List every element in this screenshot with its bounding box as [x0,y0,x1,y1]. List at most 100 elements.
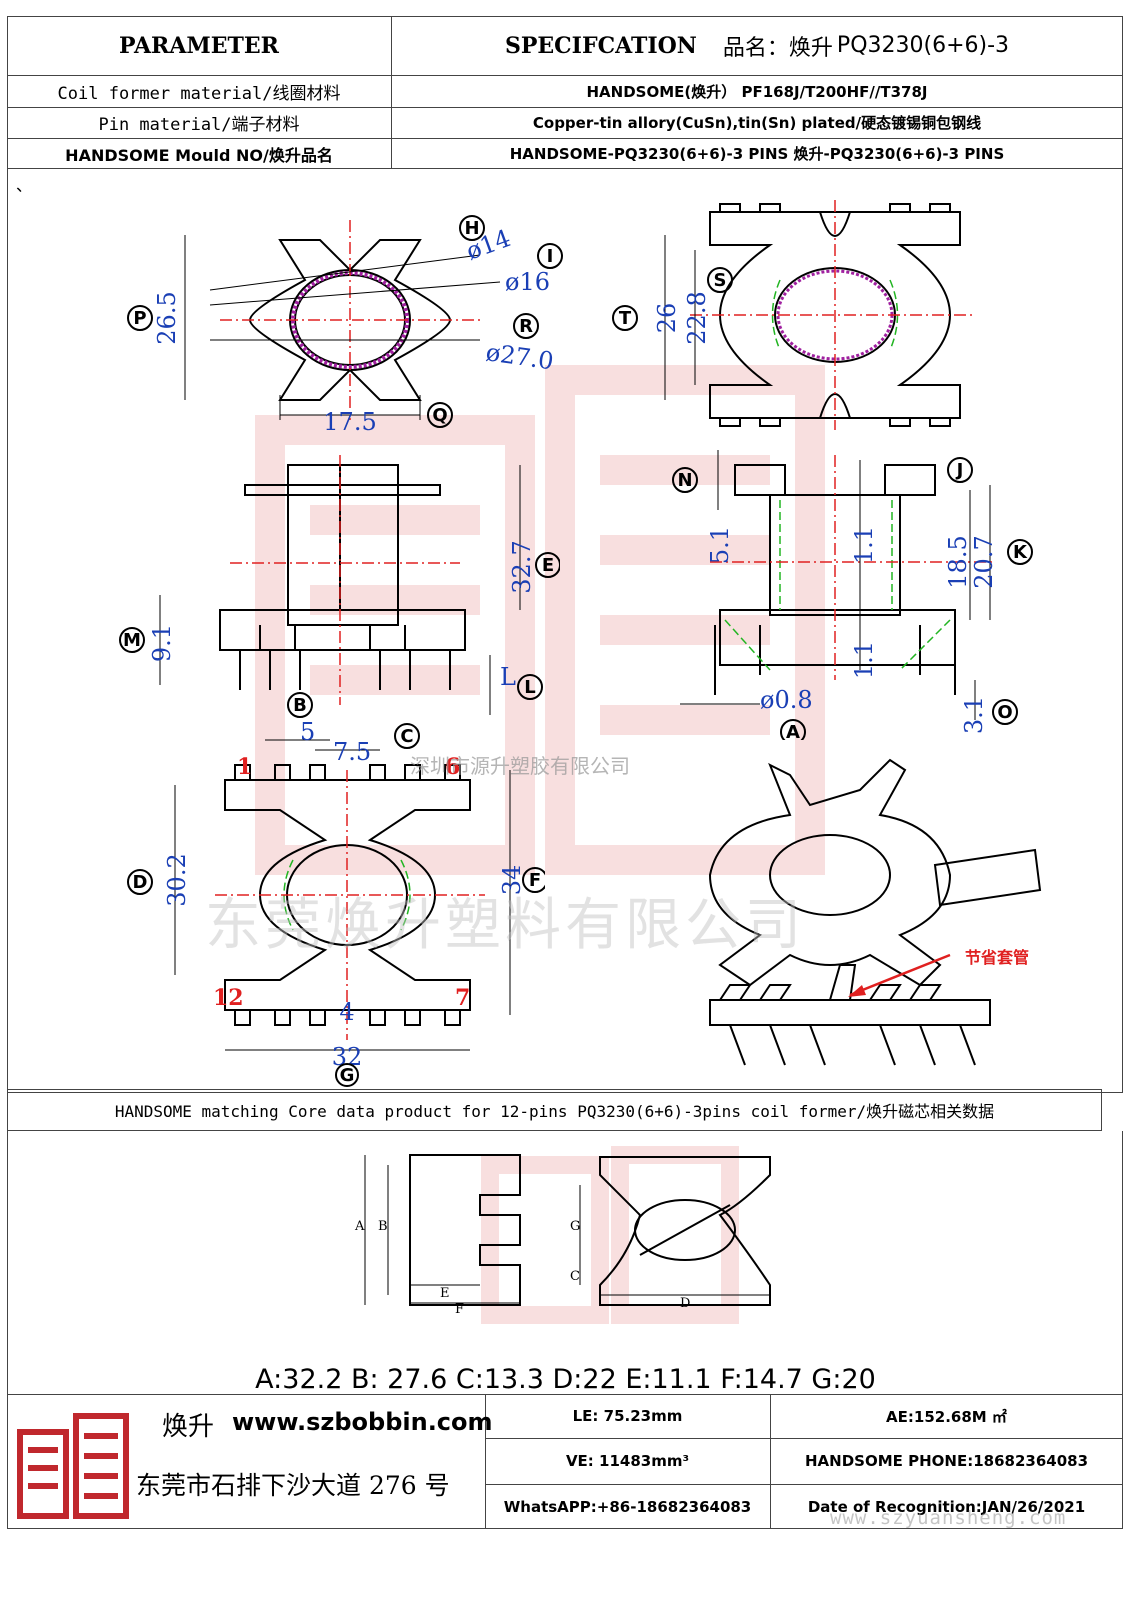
footer-divider-v [770,1394,771,1529]
top-left-view: 26.5 ø14 ø16 ø27.0 17.5 P H I R Q [127,215,563,436]
svg-text:L: L [524,677,535,698]
product-name-prefix: 品名：焕升 [722,35,833,61]
callout-label: 节省套管 [965,948,1029,967]
core-label: E [440,1286,450,1301]
dim-label: 3.1 [960,696,988,734]
svg-text:H: H [464,218,479,239]
row-label: Pin material/端子材料 [98,115,300,135]
marker-s: S [707,267,733,293]
dim-label: 7.5 [333,738,371,766]
svg-text:Q: Q [432,405,447,426]
front-left-view: 32.7 9.1 L E M L B [119,455,560,718]
svg-text:C: C [400,726,413,747]
spec-table [7,16,1123,169]
table-divider-h [7,138,1123,139]
footer-divider-h [485,1438,1123,1439]
dim-label: ø16 [505,268,550,296]
table-divider-h [7,107,1123,108]
svg-text:M: M [123,630,141,651]
dim-label: 22.8 [683,291,711,344]
marker-a: A [780,719,806,740]
dim-label: ø27.0 [484,338,555,375]
dim-label: 1.1 [850,641,878,679]
phone: HANDSOME PHONE:18682364083 [804,1452,1089,1470]
svg-text:K: K [1013,542,1028,563]
dim-label: 1.1 [850,526,878,564]
pin-number: 12 [213,985,244,1011]
dim-label: 18.5 [944,535,972,588]
footer-frame [7,1394,1123,1529]
address: 东莞市石排下沙大道 276 号 [136,1471,450,1500]
logo-watermark [255,365,825,875]
ae-value: AE:152.68M ㎡ [886,1407,1007,1426]
url-watermark: www.szyuansheng.com [830,1507,1067,1529]
spec-label: SPECIFCATION [504,32,697,59]
svg-text:T: T [619,308,632,329]
whatsapp: WhatsAPP:+86-18682364083 [503,1497,752,1516]
svg-text:A: A [786,722,800,740]
dim-label: ø0.8 [760,686,813,714]
marker-e: E [535,552,560,578]
svg-text:B: B [293,695,307,716]
core-label: A [354,1219,365,1234]
marker-l: L [517,674,543,700]
company-logo [17,1413,129,1519]
marker-f: F [522,867,545,893]
dim-label: 26 [653,303,681,334]
dim-label: 32.7 [508,540,536,593]
marker-j: J [947,457,973,483]
core-title-bar [7,1089,1102,1131]
core-label: B [378,1219,388,1234]
row-value: Copper-tin allory(CuSn),tin(Sn) plated/硬… [532,114,982,132]
svg-text:N: N [677,470,692,491]
marker-k: K [1007,539,1033,565]
marker-q: Q [427,402,453,428]
front-right-view: 5.1 1.1 18.5 20.7 1.1 ø0.8 3.1 N J K A O [672,450,1033,740]
dim-label: 5 [300,720,315,746]
svg-text:I: I [547,246,554,267]
marker-r: R [513,313,539,339]
product-model: PQ3230(6+6)-3 [836,33,1010,58]
top-right-view: 26 22.8 T S [612,200,975,430]
svg-text:O: O [997,702,1012,723]
footer-divider-h [485,1484,1123,1485]
core-label: F [455,1302,464,1317]
core-dimensions: A:32.2 B: 27.6 C:13.3 D:22 E:11.1 F:14.7… [255,1364,876,1395]
company-watermark-large: 东莞焕升塑料有限公司 [205,893,805,958]
marker-t: T [612,305,638,331]
isometric-view: 节省套管 [708,758,1042,1066]
svg-text:E: E [542,555,554,576]
dim-label: 34 [498,865,526,896]
dim-label: 26.5 [153,291,181,344]
parameter-header: PARAMETER [119,32,279,59]
core-label: D [680,1296,690,1311]
dim-label: 9.1 [148,624,176,662]
le-value: LE: 75.23mm [572,1407,683,1425]
dim-label: 30.2 [163,853,191,906]
table-divider-v [391,16,392,169]
core-frame [7,1131,1123,1394]
marker-p: P [127,305,153,331]
svg-text:F: F [529,870,541,891]
footer-divider-v [485,1394,486,1529]
marker-n: N [672,467,698,493]
drawing-frame [7,169,1123,1093]
brand-name: 焕升 [162,1412,215,1442]
core-diagram: A B C D E F G [354,1146,771,1324]
marker-d: D [127,869,153,895]
marker-o: O [992,699,1018,725]
pin-number: 1 [237,754,252,780]
stray-mark: 、 [16,176,33,195]
dim-label: 20.7 [970,535,998,588]
svg-text:P: P [133,308,146,329]
row-value: HANDSOME(焕升） PF168J/T200HF//T378J [586,82,928,101]
marker-i: I [537,243,563,269]
dim-label: 4 [339,998,354,1026]
pin-number: 7 [455,985,470,1011]
marker-c: C [394,723,420,749]
dim-label: 5.1 [706,526,734,564]
svg-text:D: D [133,872,148,893]
row-label: Coil former material/线圈材料 [57,83,341,104]
dim-label: 17.5 [323,408,376,436]
svg-text:G: G [340,1065,355,1086]
